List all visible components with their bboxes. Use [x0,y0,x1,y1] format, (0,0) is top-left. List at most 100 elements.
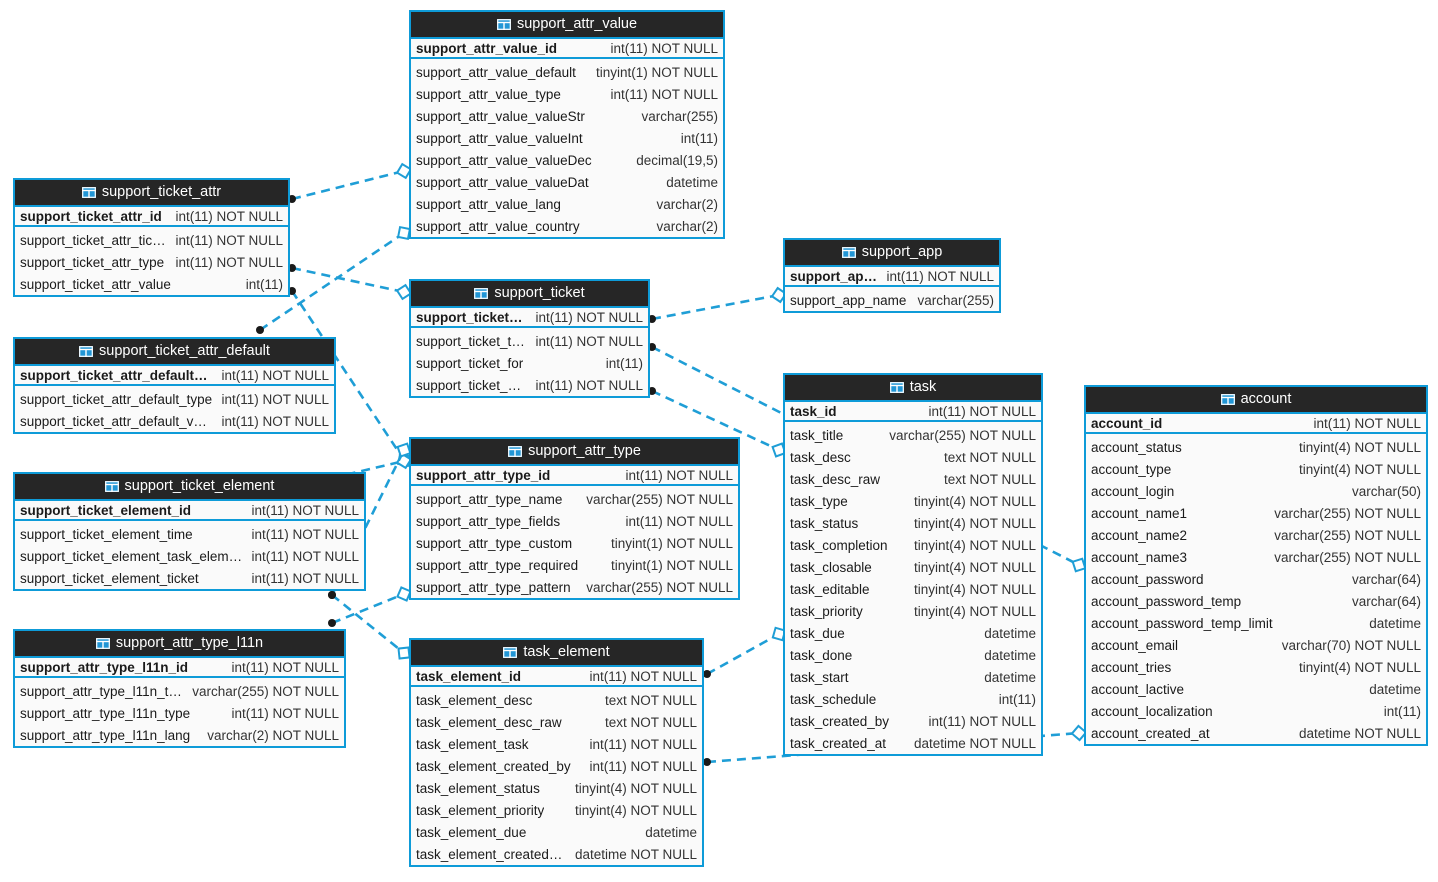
table-header-support_ticket_element[interactable]: support_ticket_element [15,474,364,499]
relation-support_ticket-to-support_app[interactable] [648,286,788,323]
relation-support_attr_type-to-support_attr_type_l11n[interactable] [328,586,412,627]
table-header-task_element[interactable]: task_element [411,640,702,665]
relation-task_element-to-task[interactable] [703,626,787,678]
relation-support_ticket_attr-to-support_attr_value[interactable] [288,162,413,203]
table-header-support_ticket_attr[interactable]: support_ticket_attr [15,180,288,205]
table-header-account[interactable]: account [1086,387,1426,412]
table-header-support_attr_type[interactable]: support_attr_type [411,439,738,464]
table-header-support_ticket_attr_default[interactable]: support_ticket_attr_default [15,339,334,364]
table-header-support_ticket[interactable]: support_ticket [411,281,648,306]
table-header-support_app[interactable]: support_app [785,240,999,265]
relation-support_ticket_attr-to-support_ticket[interactable] [288,264,413,301]
table-header-task[interactable]: task [785,375,1041,400]
table-header-support_attr_value[interactable]: support_attr_value [411,12,723,37]
table-header-support_attr_type_l11n[interactable]: support_attr_type_l11n [15,631,344,656]
